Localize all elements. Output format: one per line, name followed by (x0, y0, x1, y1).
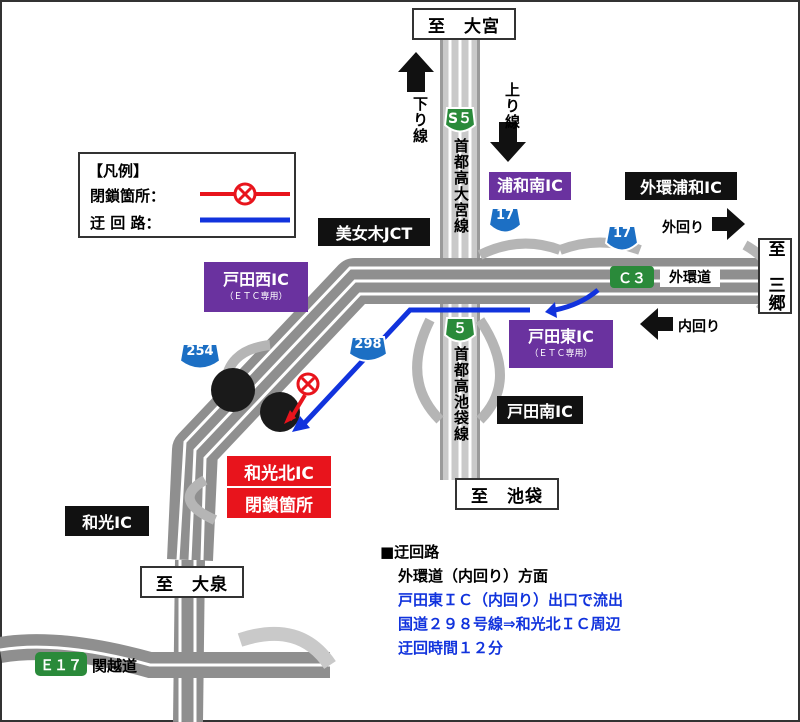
kudari-label: 下り線 (411, 96, 429, 144)
destination-misato: 至 三郷 (758, 238, 792, 314)
shield-17-a-icon (487, 207, 523, 234)
destination-omiya: 至 大宮 (412, 8, 516, 40)
destination-oizumi: 至 大泉 (140, 566, 244, 598)
expressway-omiya-ikebukuro (440, 30, 480, 480)
todahigashi-ic-label: 戸田東IC （ＥＴＣ専用） (509, 320, 613, 368)
uchimawari-label: 内回り (678, 319, 720, 335)
route-17-b-label: 17 (612, 226, 632, 241)
shield-s5-icon (443, 107, 477, 133)
route-17-a-label: 17 (495, 208, 515, 223)
legend-closure-label: 閉鎖箇所： (90, 187, 166, 205)
route-e17-label: Ｅ１７ (40, 658, 82, 674)
interchange-loop-wakokita (260, 392, 300, 432)
todanishi-ic-etc-note: （ＥＴＣ専用） (224, 291, 288, 302)
arrow-down-icon (490, 122, 526, 162)
urawaminami-ic-text: 浦和南IC (497, 176, 563, 196)
destination-ikebukuro: 至 池袋 (455, 478, 559, 510)
route-254-label: 254 (186, 344, 214, 359)
arrow-up-icon (398, 52, 434, 92)
closure-location-label: 閉鎖箇所 (227, 488, 331, 518)
detour-note-line1: 戸田東ＩＣ（内回り）出口で流出 (398, 591, 624, 609)
arrow-right-icon (712, 208, 745, 240)
gaikan-urawa-ic-label: 外環浦和IC (625, 172, 737, 200)
todahigashi-ic-text: 戸田東IC (528, 327, 594, 347)
detour-note-heading: ■迂回路 (380, 543, 440, 561)
shield-298-icon (347, 336, 389, 362)
omiya-line-label: 首都高大宮線 (452, 138, 470, 234)
nobori-label: 上り線 (503, 82, 521, 130)
wako-ic-label: 和光IC (65, 506, 149, 536)
route-298-label: 298 (354, 337, 382, 352)
route-s5-label: S５ (447, 111, 473, 127)
wakokita-ic-label: 和光北IC (227, 456, 331, 486)
gaikando-label: 外環道 (660, 267, 720, 287)
shield-c3-icon (610, 266, 654, 288)
legend-title: 【凡例】 (88, 162, 149, 180)
shield-5-icon (443, 317, 477, 343)
detour-note-line2: 国道２９８号線⇒和光北ＩＣ周辺 (398, 615, 621, 633)
todanishi-ic-label: 戸田西IC （ＥＴＣ専用） (204, 262, 308, 312)
route-5-label: ５ (453, 321, 467, 337)
closure-x-icon (233, 182, 257, 206)
legend-box: 【凡例】 閉鎖箇所： 迂 回 路： (78, 152, 296, 238)
kanetsu-label: 関越道 (92, 657, 138, 675)
closure-marker (284, 372, 320, 424)
detour-route (292, 288, 600, 432)
todanishi-ic-text: 戸田西IC (223, 270, 289, 290)
legend-symbols (200, 182, 290, 223)
todaminami-ic-label: 戸田南IC (497, 396, 583, 424)
legend-detour-label: 迂 回 路： (90, 214, 161, 232)
arrow-left-icon (640, 308, 673, 340)
shield-17-b-icon (604, 225, 640, 252)
todahigashi-ic-etc-note: （ＥＴＣ専用） (529, 348, 593, 359)
detour-note-line3: 迂回時間１２分 (398, 639, 504, 657)
sotomawari-label: 外回り (662, 220, 704, 236)
interchange-loop-254 (211, 368, 255, 412)
route-c3-label: Ｃ３ (618, 271, 646, 287)
bijogi-jct-label: 美女木JCT (318, 218, 430, 246)
urawaminami-ic-label: 浦和南IC (489, 172, 571, 200)
shield-e17-icon (35, 652, 87, 676)
ikebukuro-line-label: 首都高池袋線 (452, 346, 470, 442)
detour-note-direction: 外環道（内回り）方面 (398, 567, 549, 585)
shield-254-icon (178, 343, 222, 370)
